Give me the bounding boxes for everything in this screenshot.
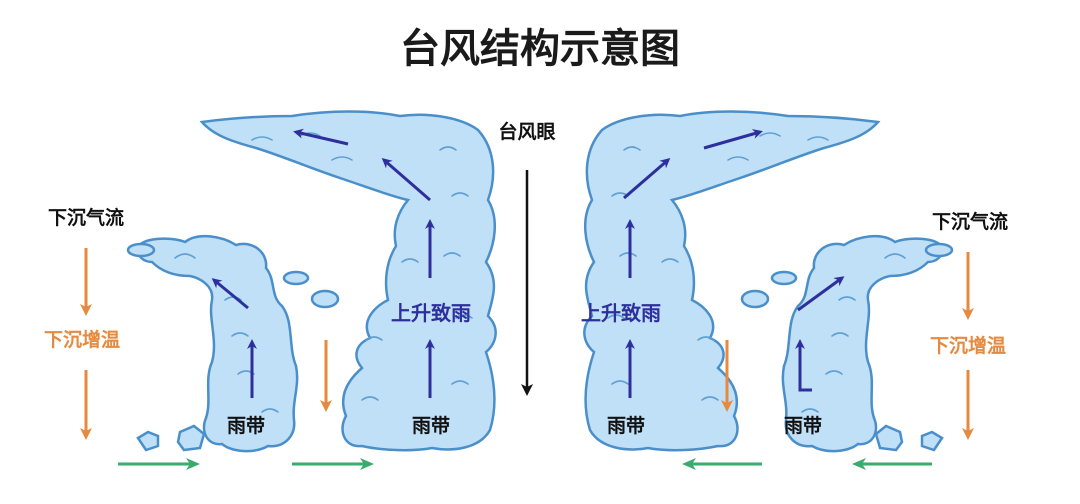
updraft-arrow — [703, 129, 763, 150]
left-rising-rain-label: 上升致雨 — [391, 301, 471, 325]
left-downdraft-label: 下沉气流 — [48, 206, 124, 229]
right-rising-rain-label: 上升致雨 — [581, 301, 661, 325]
left-eyewall-cloud — [199, 110, 497, 452]
left-outer-rainband-cloud — [126, 234, 340, 453]
rain-band-label-right-eyewall: 雨带 — [607, 415, 645, 437]
rain-band-label-left-outer: 雨带 — [227, 415, 265, 437]
rain-band-label-right-outer: 雨带 — [784, 415, 822, 437]
left-warming-label: 下沉增温 — [44, 328, 120, 351]
right-outer-rainband-cloud — [740, 234, 954, 453]
rain-band-label-left-eyewall: 雨带 — [412, 415, 450, 437]
updraft-arrow — [623, 158, 671, 200]
updraft-arrow — [211, 278, 249, 310]
updraft-arrow — [795, 339, 812, 392]
downdraft-arrows — [80, 248, 974, 440]
updraft-arrows — [211, 128, 845, 398]
right-warming-label: 下沉增温 — [930, 334, 1006, 357]
right-downdraft-label: 下沉气流 — [932, 210, 1008, 233]
eye-label: 台风眼 — [498, 120, 555, 143]
updraft-arrow — [797, 276, 845, 312]
updraft-arrow — [293, 128, 349, 146]
updraft-arrow — [381, 158, 431, 202]
right-eyewall-cloud — [583, 110, 881, 452]
diagram-title: 台风结构示意图 — [400, 26, 680, 72]
